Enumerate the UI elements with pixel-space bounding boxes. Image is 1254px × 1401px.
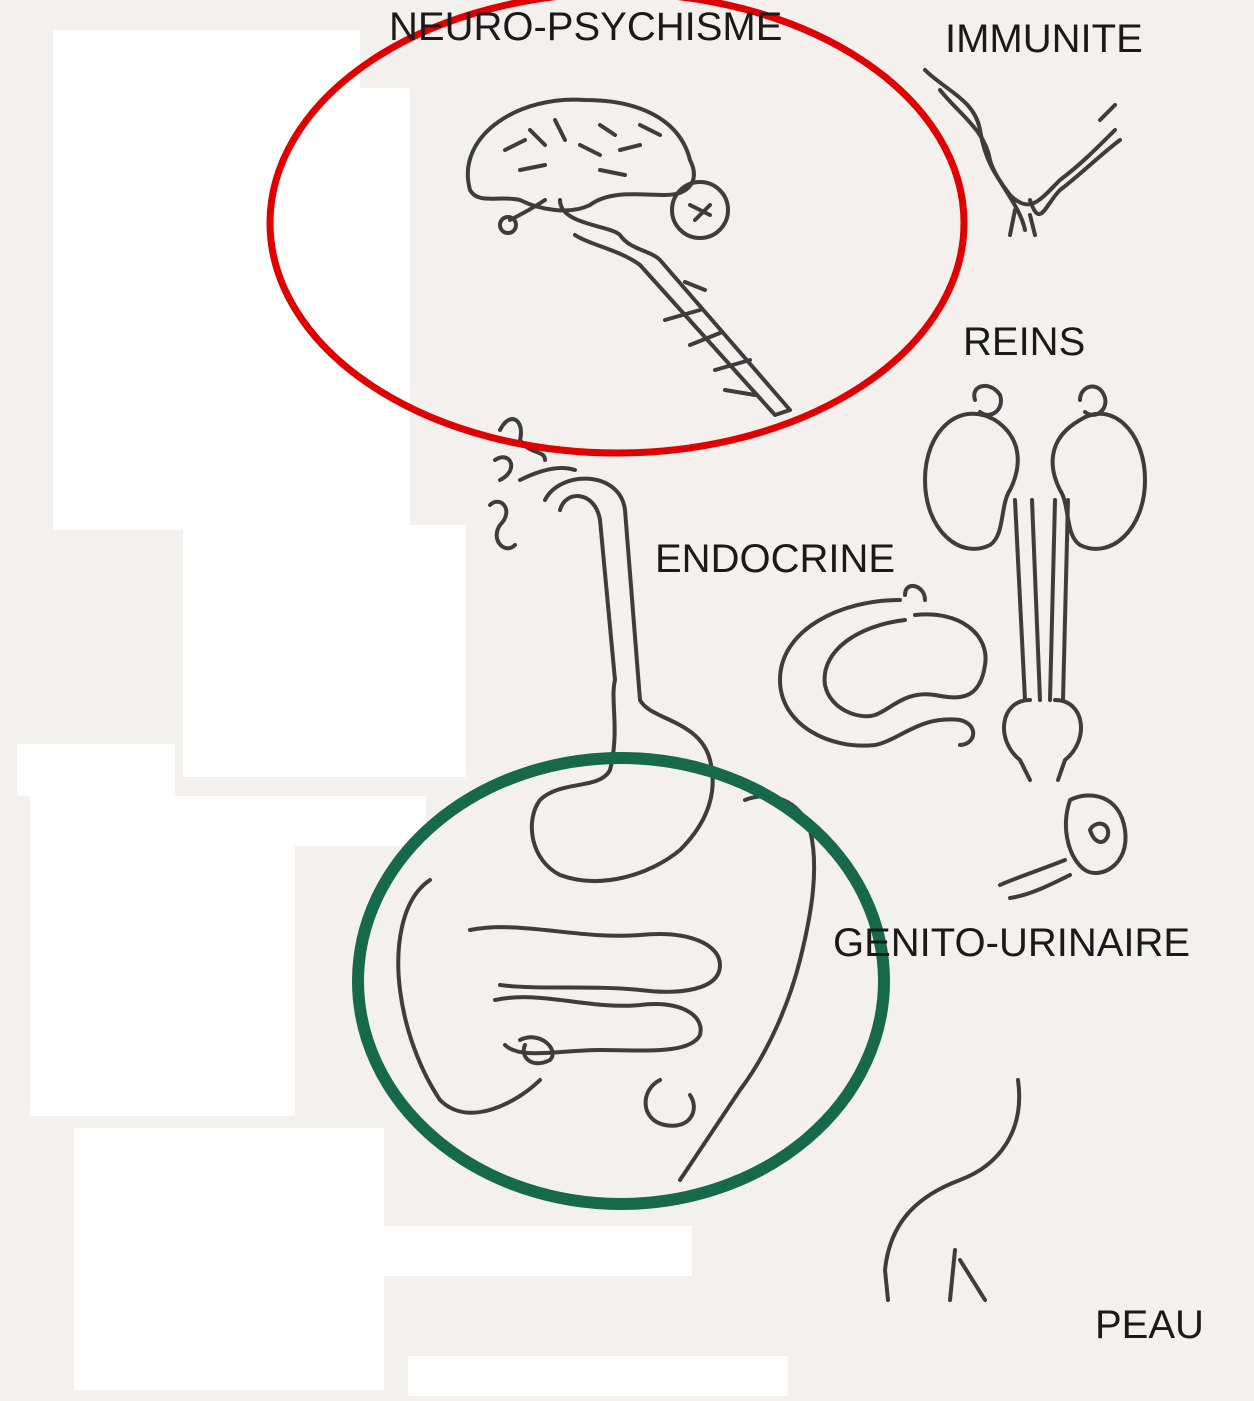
label-genito-urinaire: GENITO-URINAIRE <box>833 921 1190 965</box>
label-neuro-psychisme: NEURO-PSYCHISME <box>389 5 782 49</box>
label-peau: PEAU <box>1095 1303 1204 1347</box>
label-endocrine: ENDOCRINE <box>655 537 895 581</box>
label-reins: REINS <box>963 320 1085 364</box>
label-immunite: IMMUNITE <box>945 17 1143 61</box>
